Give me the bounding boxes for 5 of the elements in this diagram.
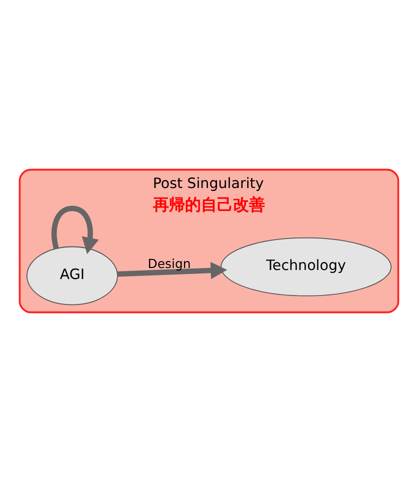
node-ellipse: AGI bbox=[26, 246, 118, 306]
node-ellipse: Technology bbox=[220, 237, 392, 296]
arrow bbox=[52, 206, 99, 254]
edge-label: Design bbox=[148, 256, 191, 271]
arrow bbox=[117, 262, 228, 280]
